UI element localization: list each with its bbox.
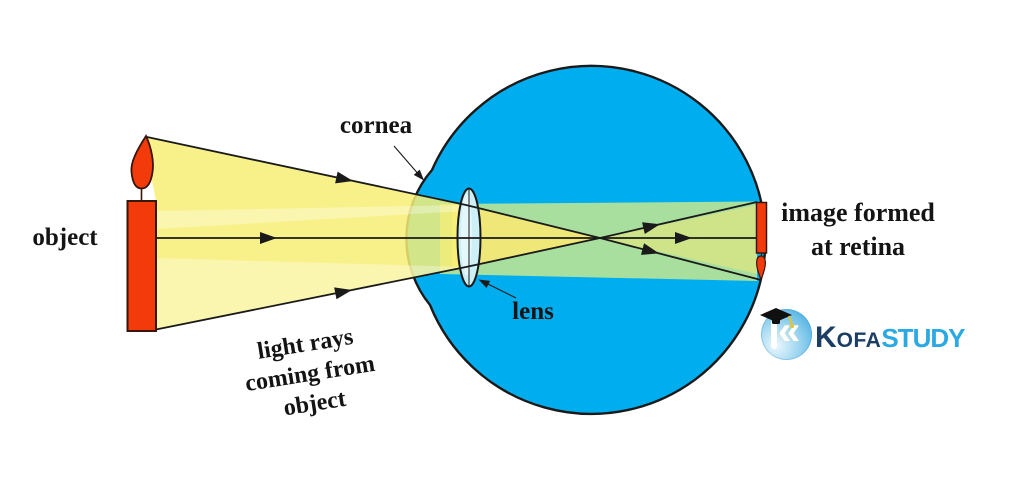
lens-pointer-line (483, 281, 517, 299)
object-candle-body (126, 200, 157, 332)
cornea-pointer-line (393, 145, 421, 177)
logo-text-ofa: OFA (836, 329, 882, 352)
lens-label: lens (512, 298, 554, 325)
light-ray-top (146, 136, 762, 281)
light-ray-bottom (155, 201, 758, 331)
cornea-label: cornea (339, 112, 413, 139)
logo-chevrons-icon: « (778, 309, 800, 353)
arrowhead-bottom-ray-inside (642, 222, 660, 234)
logo-text-study: STUDY (881, 323, 965, 353)
lens-pointer-arrowhead (478, 279, 491, 289)
logo-text-k: K (815, 321, 837, 354)
beam-pale-streak-upper (156, 205, 466, 229)
beam-pale-streak-lower (156, 258, 466, 330)
arrowhead-middle-ray-right (675, 232, 692, 244)
cornea-pointer-arrowhead (413, 169, 424, 181)
object-candle-flame (130, 134, 154, 190)
image-formed-label: image formed at retina (768, 196, 948, 264)
light-beam-cone (147, 137, 466, 330)
inner-yellow-converging-wedge (452, 204, 600, 268)
arrowhead-top-ray (335, 171, 353, 184)
object-label: object (32, 224, 98, 251)
inner-yellow-wedge-lower-after-focus (600, 238, 757, 274)
image-candle-body (755, 201, 768, 254)
logo-bar-icon (771, 320, 777, 349)
image-formed-label-line1: image formed (781, 198, 935, 227)
image-formed-label-line2: at retina (810, 232, 906, 261)
arrowhead-middle-ray-left (260, 232, 277, 244)
arrowhead-top-ray-inside (641, 243, 659, 255)
image-candle-flame (756, 255, 766, 282)
graduation-cap-icon (760, 308, 794, 328)
arrowhead-bottom-ray (334, 287, 352, 300)
